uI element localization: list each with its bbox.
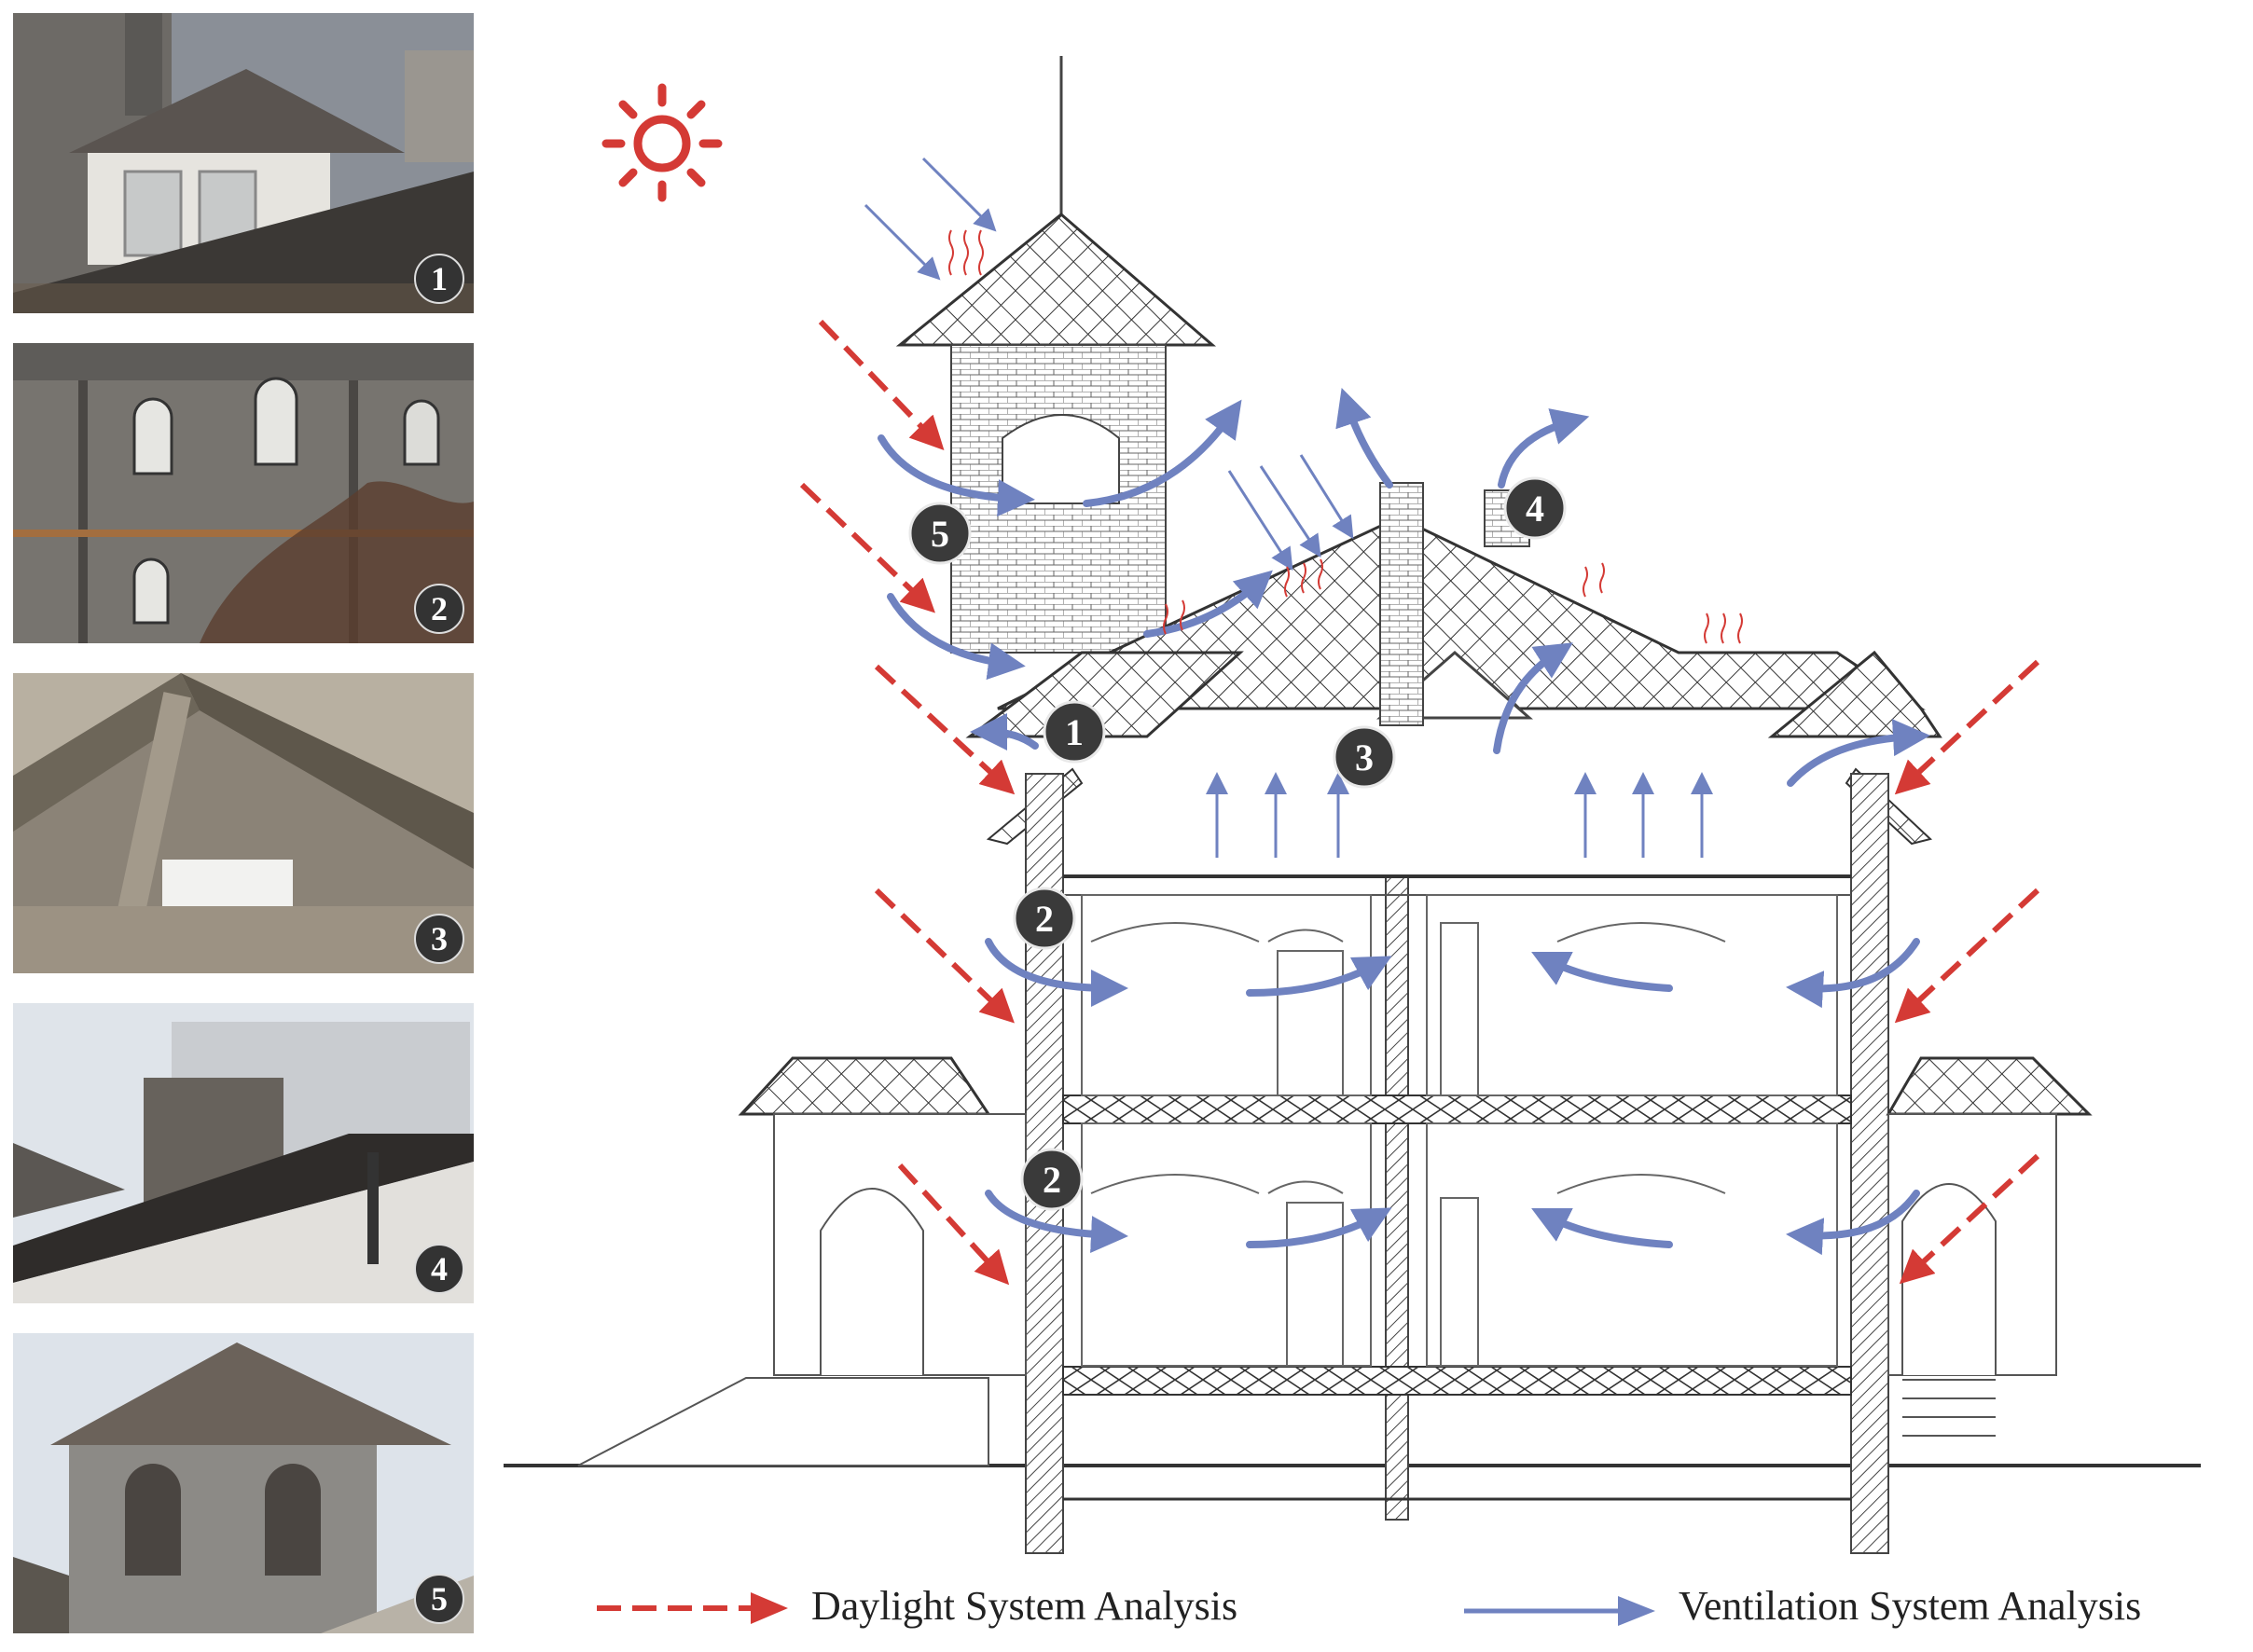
left-porch xyxy=(738,1056,1027,1376)
section-marker-5: 5 xyxy=(908,502,972,565)
daylight-arrow-icon xyxy=(597,1592,788,1624)
section-marker-2-upper: 2 xyxy=(1013,887,1076,950)
photo-4: 4 xyxy=(13,1003,474,1303)
section-marker-1: 1 xyxy=(1043,700,1106,764)
svg-text:5: 5 xyxy=(931,513,949,555)
ventilation-arrows-thin xyxy=(864,157,1713,858)
photo-number-badge: 4 xyxy=(414,1244,464,1294)
daylight-arrows xyxy=(799,319,2040,1286)
svg-text:3: 3 xyxy=(1355,737,1374,778)
photo-2: 2 xyxy=(13,343,474,643)
section-marker-2-lower: 2 xyxy=(1020,1148,1084,1211)
ventilation-arrow-icon xyxy=(1464,1596,1655,1626)
section-marker-3: 3 xyxy=(1333,725,1396,789)
chimney xyxy=(1379,482,1424,726)
entrance-ramp xyxy=(577,1377,989,1466)
svg-text:4: 4 xyxy=(1526,488,1544,530)
svg-text:2: 2 xyxy=(1035,898,1054,940)
right-porch xyxy=(1886,1056,2093,1437)
photo-number-badge: 2 xyxy=(414,584,464,634)
svg-text:2: 2 xyxy=(1043,1159,1061,1201)
svg-text:1: 1 xyxy=(1065,711,1084,753)
interior-elevations xyxy=(1081,894,1838,1367)
photo-5: 5 xyxy=(13,1333,474,1633)
photo-number-badge: 3 xyxy=(414,914,464,964)
ventilation-arrows xyxy=(878,388,1930,1256)
section-marker-4: 4 xyxy=(1503,476,1567,540)
floor-slab xyxy=(1062,1094,1852,1124)
center-wall xyxy=(1385,875,1409,1521)
legend-daylight-label: Daylight System Analysis xyxy=(811,1583,1238,1629)
photo-3: 3 xyxy=(13,673,474,973)
sun-icon xyxy=(601,83,723,202)
right-wall xyxy=(1850,773,1889,1554)
legend-ventilation-label: Ventilation System Analysis xyxy=(1679,1583,2142,1629)
photo-1: 1 xyxy=(13,13,474,313)
photo-number-badge: 5 xyxy=(414,1574,464,1624)
heat-rise-lines xyxy=(948,229,1743,644)
floor-slab xyxy=(1062,1366,1852,1396)
photo-number-badge: 1 xyxy=(414,254,464,304)
